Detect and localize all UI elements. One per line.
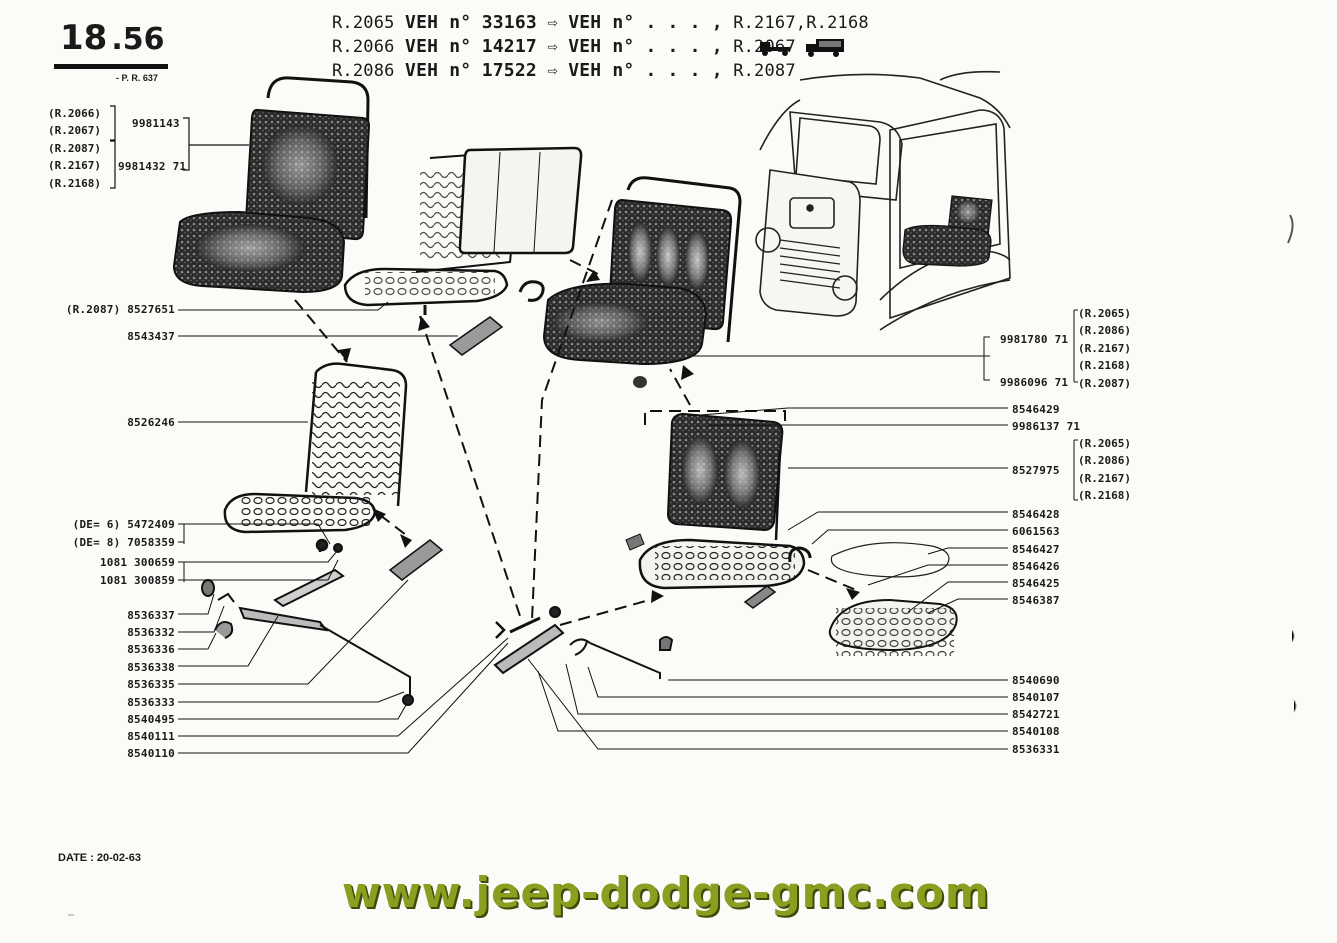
part-label: 8540108	[1012, 725, 1060, 738]
part-label: 8540107	[1012, 691, 1060, 704]
part-label: 8546427	[1012, 543, 1060, 556]
part-label: 8536335	[127, 678, 175, 691]
date-label: DATE : 20-02-63	[58, 852, 141, 864]
part-label: 8546426	[1012, 560, 1060, 573]
leader-lines-left	[178, 301, 509, 754]
part-label: 9981780 71	[1000, 333, 1069, 346]
truck-cab-illustration	[755, 70, 1011, 331]
part-label: 8540111	[127, 730, 175, 743]
slide-rail-assembly-center	[493, 606, 674, 679]
scan-marks	[68, 629, 1297, 916]
part-label: 8536338	[127, 661, 175, 674]
page-number-underline	[54, 64, 168, 69]
part-label: 8546429	[1012, 403, 1060, 416]
part-label: (R.2087) 8527651	[65, 303, 175, 316]
part-label: 8546428	[1012, 508, 1060, 521]
part-label: 8536337	[127, 609, 175, 622]
part-label: 9981432 71	[118, 160, 187, 173]
part-label: (DE= 8) 7058359	[72, 536, 175, 549]
part-label: 8543437	[127, 330, 175, 343]
model-list-right-frame: (R.2065) (R.2086) (R.2167) (R.2168)	[1078, 437, 1131, 503]
applicability-row: R.2086 VEH n° 17522 ⇨ VEH n° . . . , R.2…	[332, 60, 796, 81]
page-number-minor: .56	[111, 22, 165, 57]
applicability-row: R.2066 VEH n° 14217 ⇨ VEH n° . . . , R.2…	[332, 36, 796, 57]
part-label: 8536331	[1012, 743, 1060, 756]
seat-frame-middle-top	[343, 146, 583, 315]
part-label: 8540495	[127, 713, 175, 726]
leader-lines-right	[527, 309, 1078, 750]
part-label: 8536333	[127, 696, 175, 709]
truck-icons	[760, 39, 844, 57]
part-label: 9981143	[132, 117, 180, 130]
slide-rail-assembly-left	[201, 543, 414, 706]
upholstered-seat-top-left	[172, 76, 371, 294]
upholstered-seat-middle	[542, 176, 742, 388]
part-label: 1081 300659	[99, 556, 175, 569]
arrow-right-icon: ⇨	[547, 13, 558, 33]
box-truck-icon	[806, 39, 844, 57]
seat-frame-left	[223, 362, 408, 552]
tow-truck-icon	[760, 42, 790, 56]
part-label: 8540690	[1012, 674, 1060, 687]
part-label: 6061563	[1012, 525, 1060, 538]
bracket-lines-top-left	[110, 105, 249, 189]
part-label: 8526246	[127, 416, 175, 429]
seat-frame-right	[625, 412, 806, 590]
part-label: 8536336	[127, 643, 175, 656]
part-label: 8546425	[1012, 577, 1060, 590]
applicability-row: R.2065 VEH n° 33163 ⇨ VEH n° . . . , R.2…	[332, 12, 869, 33]
part-label: 8546387	[1012, 594, 1060, 607]
page-number-major: 18	[60, 18, 108, 58]
part-label: (DE= 6) 5472409	[72, 518, 175, 531]
part-label: 8542721	[1012, 708, 1060, 721]
arrow-right-icon: ⇨	[547, 61, 558, 81]
small-seat-in-cab	[902, 195, 993, 267]
arrow-right-icon: ⇨	[547, 37, 558, 57]
page-number: 18.56	[60, 18, 164, 58]
model-list-right-seat: (R.2065) (R.2086) (R.2167) (R.2168) (R.2…	[1078, 307, 1131, 390]
part-label: 8527975	[1012, 464, 1060, 477]
arrowheads	[338, 270, 860, 603]
part-label: 8540110	[127, 747, 175, 760]
part-label: 9986096 71	[1000, 376, 1069, 389]
part-label: 1081 300859	[99, 574, 175, 587]
part-label: 9986137 71	[1012, 420, 1081, 433]
model-list-left: (R.2066) (R.2067) (R.2087) (R.2167) (R.2…	[48, 107, 101, 190]
part-label: 8536332	[127, 626, 175, 639]
reference-code: - P. R. 637	[116, 73, 158, 83]
website-watermark: www.jeep-dodge-gmc.com	[342, 868, 990, 917]
